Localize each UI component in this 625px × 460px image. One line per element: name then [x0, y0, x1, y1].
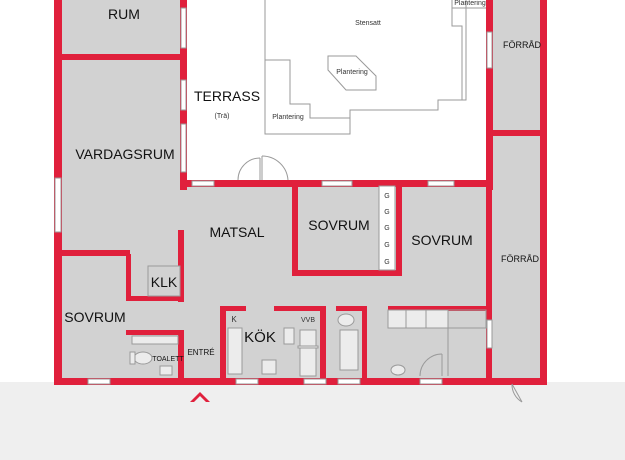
klk-closet: [147, 265, 181, 297]
outdoor-ground: [0, 382, 625, 460]
room-label-terrass: TERRASS: [194, 88, 260, 104]
room-label-klk: KLK: [151, 274, 178, 290]
fixture-label-k: K: [231, 315, 237, 324]
terrace-label-plantering-1: Plantering: [454, 0, 486, 7]
room-label-toalett: TOALETT: [152, 356, 184, 363]
g-label-5: G: [384, 259, 389, 266]
terrace-label-plantering-2: Plantering: [336, 69, 368, 76]
room-label-rum: RUM: [108, 6, 140, 22]
room-label-sovrum-mid: SOVRUM: [308, 217, 369, 233]
room-label-kok: KÖK: [244, 328, 276, 346]
fixtures: [129, 309, 487, 377]
floor-area: [58, 0, 546, 382]
terrace-label-stensatt: Stensatt: [355, 20, 381, 27]
room-label-sovrum-right: SOVRUM: [411, 232, 472, 248]
room-label-forrad-top: FÖRRÅD: [503, 40, 542, 50]
room-label-matsal: MATSAL: [210, 224, 265, 240]
room-label-forrad-bottom: FÖRRÅD: [501, 254, 540, 264]
terrass-material-label: (Trä): [215, 113, 230, 120]
doors: [419, 353, 523, 403]
terrace-label-plantering-3: Plantering: [272, 114, 304, 121]
terrace-area: [184, 0, 490, 186]
g-label-2: G: [384, 209, 389, 216]
windows: [54, 7, 493, 385]
g-label-3: G: [384, 225, 389, 232]
room-label-entre: ENTRÉ: [187, 348, 214, 357]
room-label-vardagsrum: VARDAGSRUM: [75, 146, 174, 162]
room-label-sovrum-left: SOVRUM: [64, 309, 125, 325]
fixture-label-vvb: VVB: [301, 317, 315, 324]
storage-g-boxes: [378, 185, 396, 271]
entrance-arrow-icon: [190, 392, 210, 402]
g-label-1: G: [384, 193, 389, 200]
g-label-4: G: [384, 242, 389, 249]
